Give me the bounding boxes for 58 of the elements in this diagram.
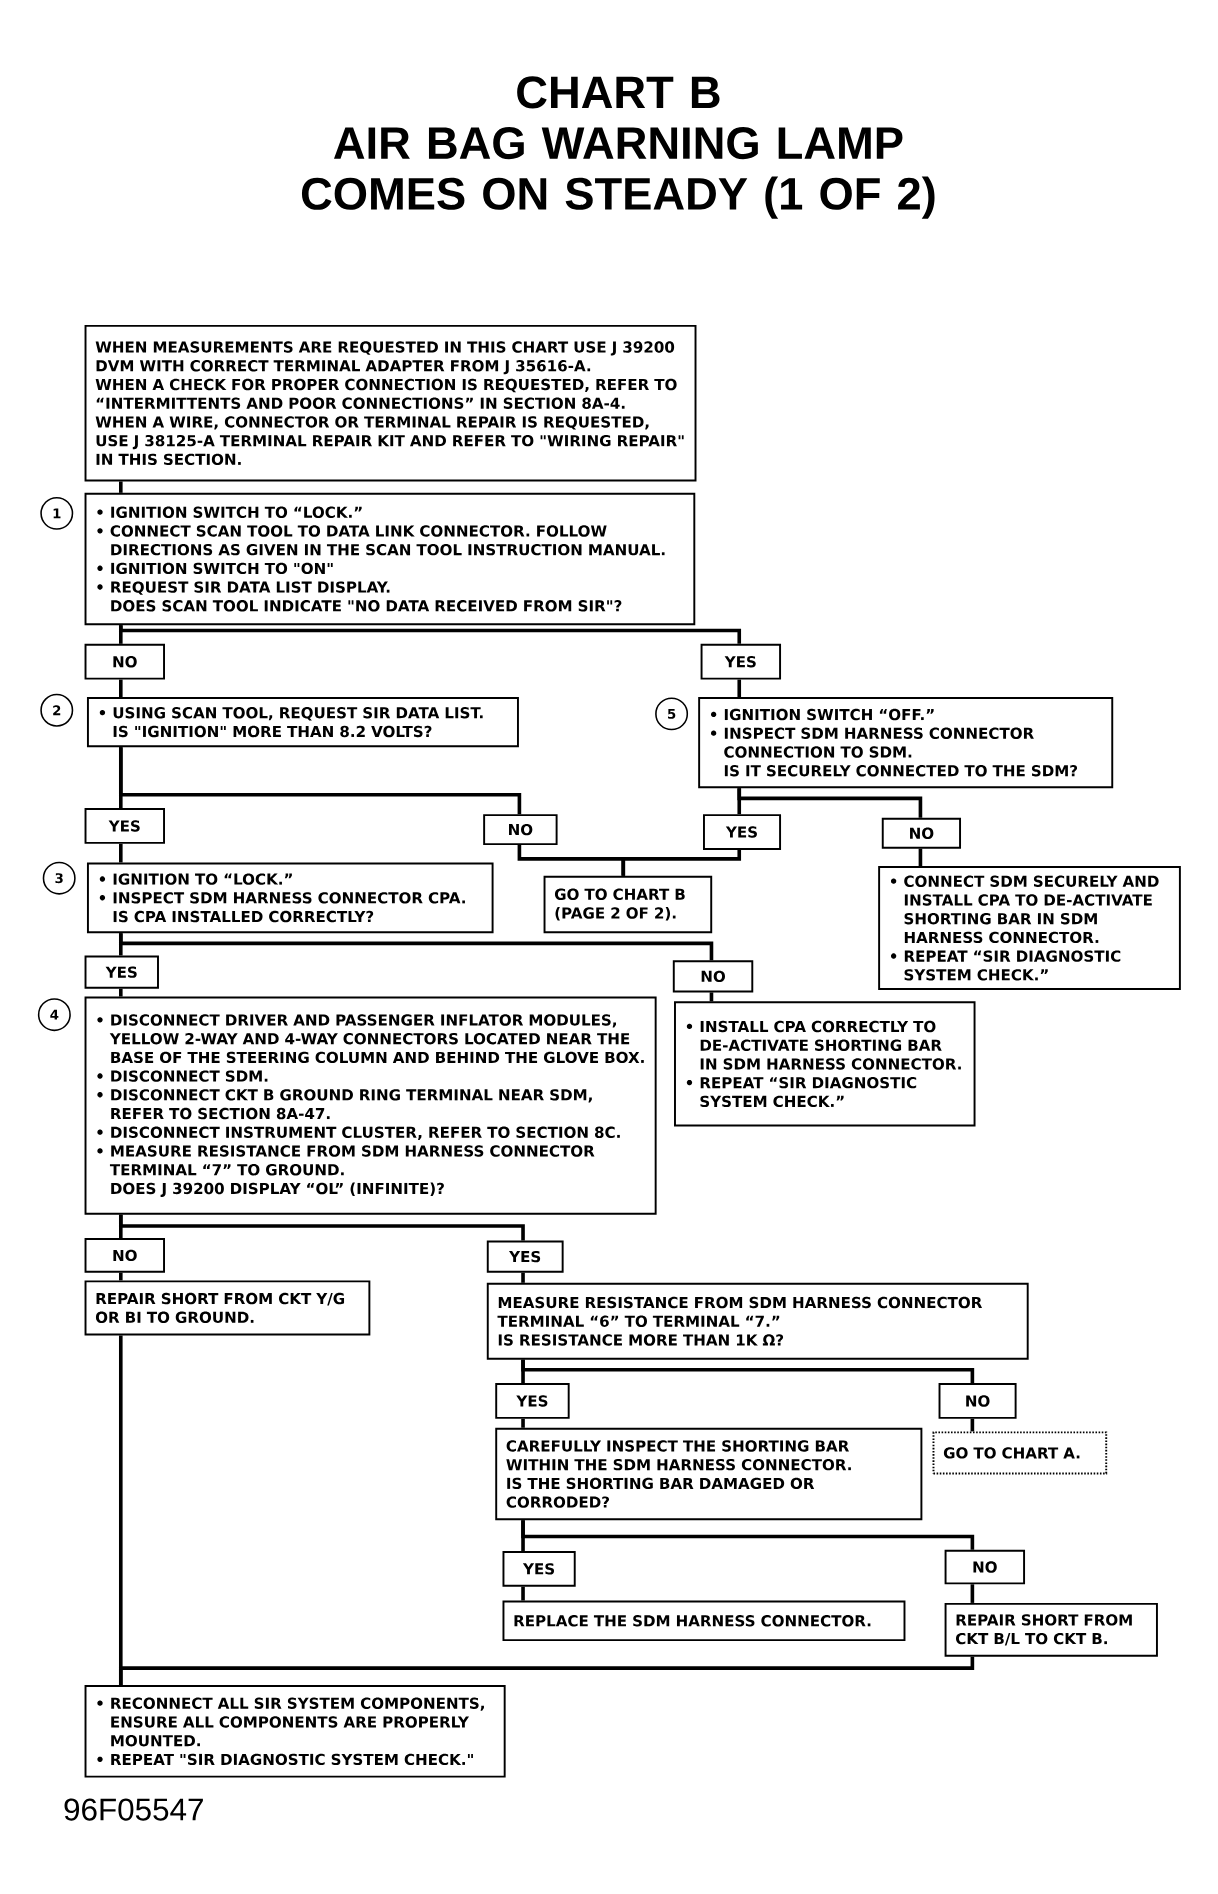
connector-line (119, 1656, 975, 1686)
branch-tag: NO (84, 643, 166, 680)
connector-line (119, 481, 123, 493)
connector-line (521, 1586, 526, 1601)
reference-box: GO TO CHART A. (932, 1431, 1108, 1475)
chart-title: CHART B AIR BAG WARNING LAMP COMES ON STEADY (1 OF 2) (302, 76, 935, 219)
branch-tag: NO (483, 814, 558, 846)
connector-line (521, 1359, 975, 1384)
connector-line (918, 848, 923, 867)
note-box: WHEN MEASUREMENTS ARE REQUESTED IN THIS CHART USE J 39200 DVM WITH CORRECT TERMINAL ADAPTER FROM J 35616-A. WHEN A CHECK FOR PROPER CONNECTION IS REQUESTED, REFER TO “INTERMITTENTS AND POOR CONNECTIONS” IN SECTION 8A-4. WHEN A WIRE, CONNECTOR OR TERMINAL REPAIR IS REQUESTED, USE J 38125-A TERMINAL REPAIR KIT AND REFER TO "WIRING REPAIR" IN THIS SECTION. (84, 324, 697, 482)
branch-tag: YES (487, 1240, 564, 1273)
step-box: • IGNITION SWITCH “OFF.” • INSPECT SDM HARNESS CONNECTOR CONNECTION TO SDM. IS IT SECURELY CONNECTED TO THE SDM? (698, 696, 1114, 789)
branch-tag: YES (84, 955, 160, 989)
action-box: • CONNECT SDM SECURELY AND INSTALL CPA TO DE-ACTIVATE SHORTING BAR IN SDM HARNESS CONNECTOR. • REPEAT “SIR DIAGNOSTIC SYSTEM CHECK.” (878, 866, 1182, 990)
branch-tag: NO (944, 1549, 1026, 1585)
action-box: REPLACE THE SDM HARNESS CONNECTOR. (502, 1600, 906, 1642)
step-box: • IGNITION TO “LOCK.” • INSPECT SDM HARNESS CONNECTOR CPA. IS CPA INSTALLED CORRECTLY? (87, 862, 494, 934)
connector-line (737, 788, 923, 818)
branch-tag: YES (84, 808, 166, 844)
action-box: • RECONNECT ALL SIR SYSTEM COMPONENTS, ENSURE ALL COMPONENTS ARE PROPERLY MOUNTED. • REPEAT "SIR DIAGNOSTIC SYSTEM CHECK." (84, 1685, 506, 1778)
connector-line (521, 1272, 526, 1283)
connector-line (119, 1272, 123, 1281)
connector-line (621, 849, 742, 876)
step-number: 5 (655, 697, 689, 731)
connector-line (970, 1584, 975, 1603)
connector-line (119, 843, 123, 863)
branch-tag: YES (502, 1550, 576, 1587)
connector-line (521, 1418, 526, 1428)
step-number: 3 (42, 861, 76, 895)
decision-box: MEASURE RESISTANCE FROM SDM HARNESS CONNECTOR TERMINAL “6” TO TERMINAL “7.” IS RESISTANCE MORE THAN 1K Ω? (487, 1282, 1029, 1360)
step-number: 1 (40, 496, 74, 530)
action-box: • INSTALL CPA CORRECTLY TO DE-ACTIVATE SHORTING BAR IN SDM HARNESS CONNECTOR. • REPEAT “SIR DIAGNOSTIC SYSTEM CHECK.” (674, 1001, 976, 1127)
connector-line (521, 1520, 975, 1550)
connector-line (119, 933, 714, 961)
step-box: • IGNITION SWITCH TO “LOCK.” • CONNECT SCAN TOOL TO DATA LINK CONNECTOR. FOLLOW DIRECTIONS AS GIVEN IN THE SCAN TOOL INSTRUCTION MANUAL. • IGNITION SWITCH TO "ON" • REQUEST SIR DATA LIST DISPLAY. DOES SCAN TOOL INDICATE "NO DATA RECEIVED FROM SIR"? (84, 492, 696, 626)
branch-tag: NO (84, 1238, 166, 1273)
decision-box: CAREFULLY INSPECT THE SHORTING BAR WITHIN THE SDM HARNESS CONNECTOR. IS THE SHORTING BAR DAMAGED OR CORRODED? (495, 1427, 923, 1521)
branch-tag: YES (700, 643, 782, 680)
connector-line (119, 624, 742, 644)
step-number: 2 (40, 693, 74, 727)
branch-tag: YES (495, 1383, 570, 1419)
step-box: • USING SCAN TOOL, REQUEST SIR DATA LIST. IS "IGNITION" MORE THAN 8.2 VOLTS? (87, 696, 520, 748)
branch-tag: NO (673, 960, 754, 993)
branch-tag: YES (703, 814, 782, 850)
connector-line (970, 1418, 975, 1432)
connector-line (737, 679, 742, 697)
step-box: • DISCONNECT DRIVER AND PASSENGER INFLATOR MODULES, YELLOW 2-WAY AND 4-WAY CONNECTORS LOCATED NEAR THE BASE OF THE STEERING COLUMN AND BEHIND THE GLOVE BOX. • DISCONNECT SDM. • DISCONNECT CKT B GROUND RING TERMINAL NEAR SDM, REFER TO SECTION 8A-47. • DISCONNECT INSTRUMENT CLUSTER, REFER TO SECTION 8C. • MEASURE RESISTANCE FROM SDM HARNESS CONNECTOR TERMINAL “7” TO GROUND. DOES J 39200 DISPLAY “OL” (INFINITE)? (84, 996, 657, 1215)
branch-tag: NO (938, 1383, 1017, 1419)
connector-line (119, 679, 123, 697)
step-number: 4 (38, 998, 72, 1032)
connector-line (119, 1214, 526, 1241)
branch-tag: NO (882, 817, 962, 849)
action-box: REPAIR SHORT FROM CKT B/L TO CKT B. (944, 1602, 1159, 1657)
reference-box: GO TO CHART B (PAGE 2 OF 2). (543, 875, 713, 934)
connector-line (119, 988, 123, 997)
action-box: REPAIR SHORT FROM CKT Y/G OR BI TO GROUND. (84, 1280, 371, 1336)
connector-line (709, 992, 714, 1002)
connector-line (119, 747, 522, 815)
